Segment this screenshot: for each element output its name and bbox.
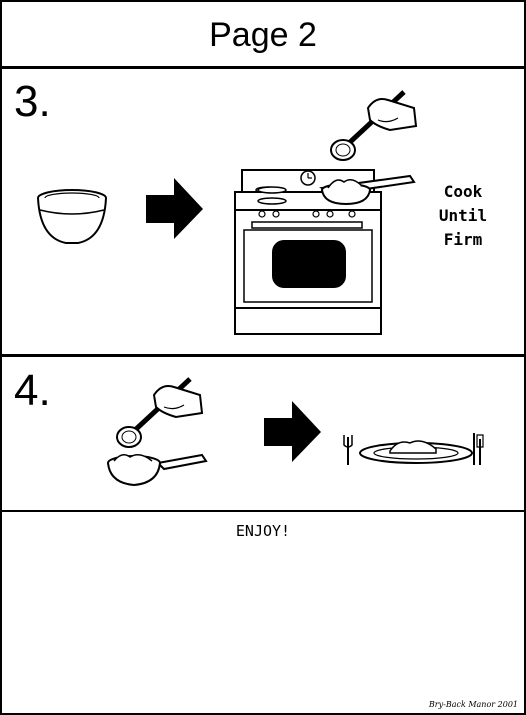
arrow-right-icon [264, 401, 321, 462]
title-bar: Page 2 [2, 2, 524, 69]
page-title: Page 2 [209, 15, 317, 54]
caption-line-3: Firm [443, 230, 483, 249]
hand-spoon-icon [330, 90, 418, 161]
step-3-number: 3. [14, 77, 51, 126]
enjoy-message: ENJOY! [235, 522, 291, 540]
hand-spoon-icon [116, 377, 204, 448]
step-4-panel: 4. [2, 357, 524, 512]
plate-setting-icon [343, 433, 484, 465]
frying-pan-icon [107, 453, 208, 487]
mixing-bowl-icon [37, 189, 107, 244]
step-4-number: 4. [14, 366, 51, 415]
arrow-right-icon [146, 178, 203, 239]
caption-line-2: Until [438, 206, 488, 225]
step-3-caption: Cook Until Firm [420, 180, 506, 252]
stove-icon [234, 169, 416, 335]
artist-credit: Bry-Back Manor 2001 [428, 700, 518, 709]
step-3-panel: 3. [2, 68, 524, 357]
caption-line-1: Cook [443, 182, 483, 201]
footer: ENJOY! Bry-Back Manor 2001 [2, 512, 524, 713]
